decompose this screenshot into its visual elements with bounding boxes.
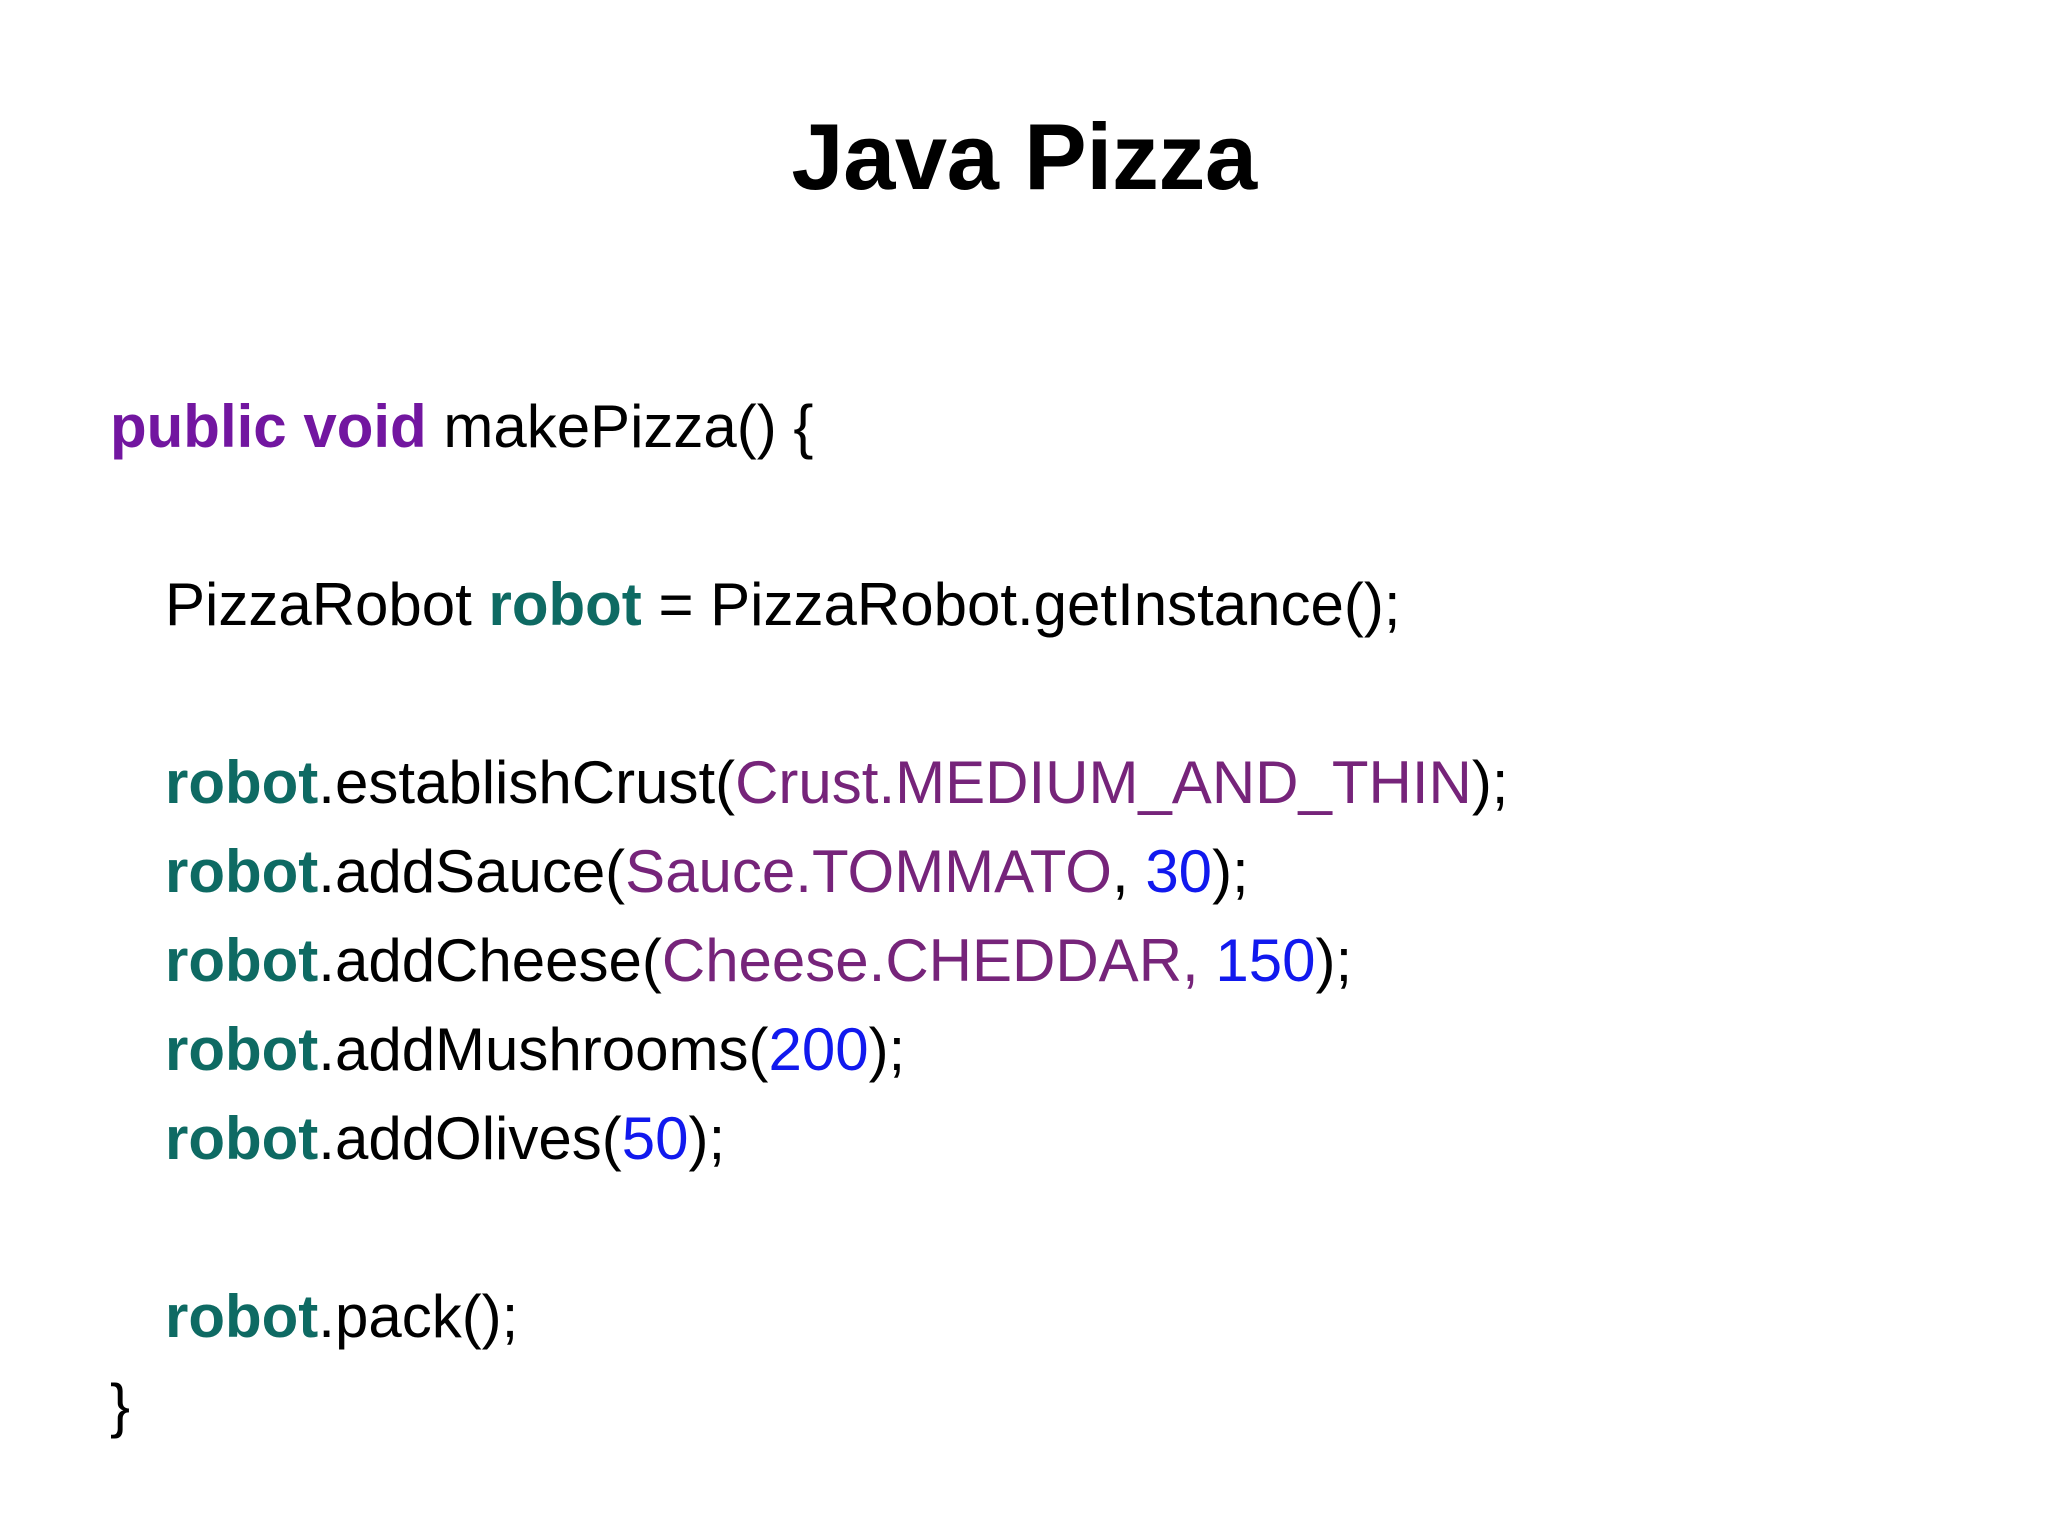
code-token-plain: PizzaRobot	[165, 571, 489, 638]
code-token-plain: );	[868, 1016, 906, 1083]
code-line: robot.establishCrust(Crust.MEDIUM_AND_TH…	[110, 738, 1960, 827]
code-line: }	[110, 1361, 1960, 1450]
code-token-plain	[1199, 927, 1216, 994]
code-token-enum: Sauce.TOMMATO	[625, 838, 1112, 905]
code-token-variable: robot	[165, 1016, 319, 1083]
code-token-plain: .addMushrooms(	[318, 1016, 769, 1083]
code-token-plain: }	[110, 1372, 131, 1439]
code-line-blank	[110, 1183, 1960, 1272]
code-token-enum: Cheese.CHEDDAR,	[661, 927, 1199, 994]
code-token-plain: );	[1212, 838, 1249, 905]
code-line-blank	[110, 649, 1960, 738]
code-line: robot.addMushrooms(200);	[110, 1005, 1960, 1094]
code-token-keyword: public void	[110, 393, 427, 460]
code-line: robot.addCheese(Cheese.CHEDDAR, 150);	[110, 916, 1960, 1005]
code-token-number: 200	[768, 1016, 869, 1083]
code-token-number: 150	[1215, 927, 1316, 994]
code-token-plain: .establishCrust(	[318, 749, 736, 816]
code-token-variable: robot	[165, 1283, 319, 1350]
code-line: PizzaRobot robot = PizzaRobot.getInstanc…	[110, 560, 1960, 649]
code-token-plain: .pack();	[318, 1283, 519, 1350]
code-token-variable: robot	[165, 1105, 319, 1172]
code-token-number: 50	[621, 1105, 689, 1172]
code-token-plain: );	[688, 1105, 726, 1172]
code-token-plain: ,	[1111, 838, 1146, 905]
code-block: public void makePizza() { PizzaRobot rob…	[110, 382, 1960, 1450]
code-line-blank	[110, 471, 1960, 560]
code-line: robot.addSauce(Sauce.TOMMATO, 30);	[110, 827, 1960, 916]
code-token-variable: robot	[165, 749, 319, 816]
code-line: robot.pack();	[110, 1272, 1960, 1361]
code-token-variable: robot	[165, 927, 319, 994]
code-token-plain: makePizza() {	[426, 393, 814, 460]
code-token-enum: Crust.MEDIUM_AND_THIN	[735, 749, 1472, 816]
code-token-plain: .addCheese(	[318, 927, 662, 994]
code-line: public void makePizza() {	[110, 382, 1960, 471]
code-token-variable: robot	[165, 838, 319, 905]
code-token-plain: .addSauce(	[318, 838, 626, 905]
code-token-plain: );	[1315, 927, 1353, 994]
page-title: Java Pizza	[791, 104, 1257, 209]
code-token-plain: = PizzaRobot.getInstance();	[641, 571, 1401, 638]
code-token-variable: robot	[488, 571, 642, 638]
code-token-plain: );	[1471, 749, 1509, 816]
code-token-number: 30	[1145, 838, 1213, 905]
code-line: robot.addOlives(50);	[110, 1094, 1960, 1183]
code-token-plain: .addOlives(	[318, 1105, 622, 1172]
